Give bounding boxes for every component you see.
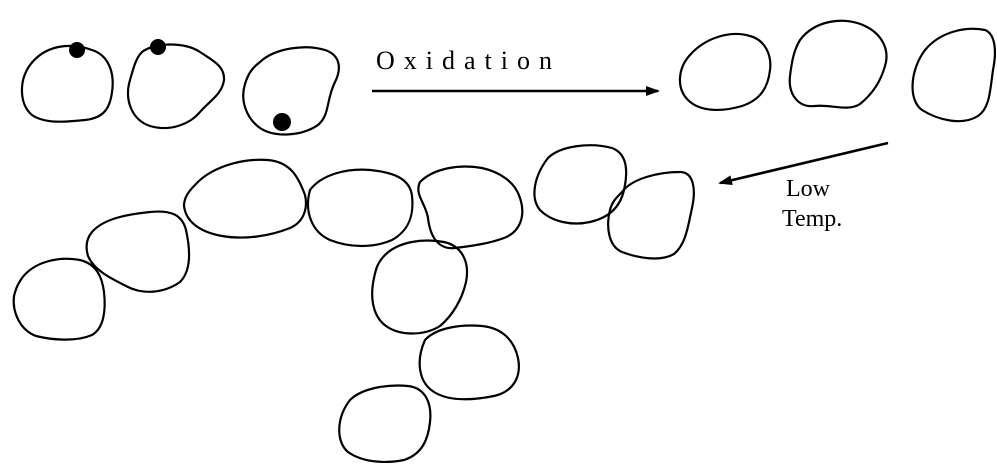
radical-asterisk bbox=[323, 435, 337, 449]
particle-after-3 bbox=[911, 25, 996, 123]
particle-defect-dot bbox=[69, 42, 85, 58]
low-temp-label: Low bbox=[786, 176, 831, 202]
chain-particle bbox=[417, 165, 524, 250]
particle-before-1 bbox=[20, 42, 114, 128]
chain-particle bbox=[306, 168, 414, 248]
chain-particle bbox=[533, 144, 628, 225]
radical-asterisk bbox=[956, 97, 970, 111]
radical-asterisk bbox=[571, 161, 585, 175]
chain-particle bbox=[85, 210, 191, 293]
radical-asterisk bbox=[661, 240, 675, 254]
chain-particle bbox=[607, 170, 695, 260]
particle-after-2 bbox=[788, 15, 888, 109]
particle-defect-dot bbox=[150, 39, 166, 55]
radical-asterisk bbox=[310, 207, 324, 221]
radical-asterisk bbox=[958, 25, 972, 39]
radical-asterisk bbox=[151, 118, 165, 132]
chain-particle bbox=[338, 384, 432, 463]
oxidation-label: Oxidation bbox=[376, 46, 561, 75]
radical-asterisk bbox=[393, 202, 407, 216]
particle-defect-dot bbox=[273, 113, 291, 131]
radical-asterisk bbox=[508, 205, 522, 219]
chain-particle bbox=[418, 324, 520, 401]
particle-before-2 bbox=[126, 39, 226, 132]
radical-asterisk bbox=[106, 258, 120, 272]
radical-asterisk bbox=[709, 105, 723, 119]
particle-chain bbox=[12, 144, 695, 465]
low-temp-label: Temp. bbox=[782, 206, 842, 232]
low-temp-arrow bbox=[718, 141, 889, 186]
radical-asterisk bbox=[174, 237, 188, 251]
radical-asterisk bbox=[439, 251, 453, 265]
particle-before-3 bbox=[242, 46, 342, 136]
chain-particle bbox=[371, 239, 469, 335]
radical-asterisk bbox=[284, 209, 298, 223]
particle-after-1 bbox=[678, 32, 772, 119]
chain-particle bbox=[182, 158, 307, 239]
chain-particle bbox=[12, 257, 106, 341]
